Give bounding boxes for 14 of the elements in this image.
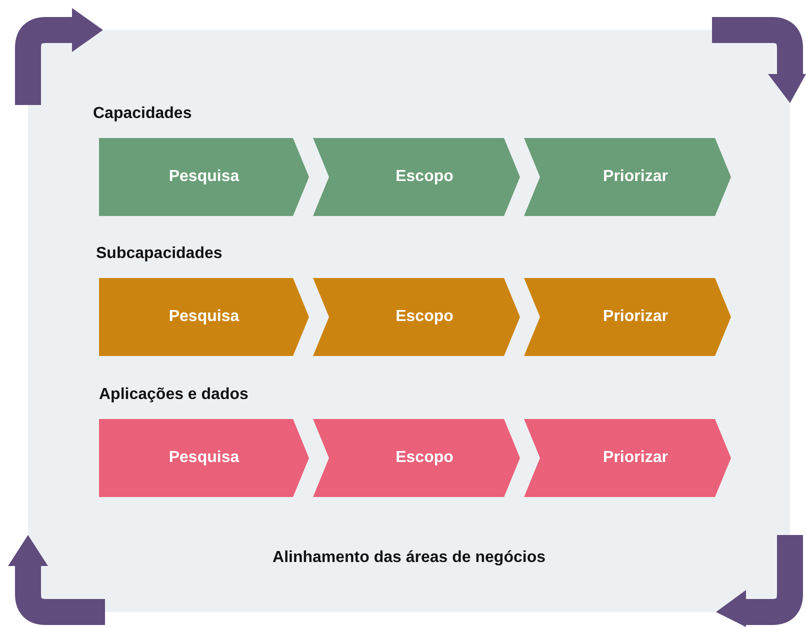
chevron-step: Priorizar: [524, 278, 731, 356]
chevron-step: Escopo: [313, 138, 520, 216]
row-heading: Subcapacidades: [96, 245, 222, 263]
row-heading: Capacidades: [93, 105, 192, 123]
chevron-step: Pesquisa: [99, 278, 309, 356]
chevron-step: Priorizar: [524, 138, 731, 216]
panel-label: Alinhamento das áreas de negócios: [272, 549, 546, 567]
chevron-step: Pesquisa: [99, 138, 309, 216]
row-heading: Aplicações e dados: [99, 386, 248, 404]
chevron-step: Pesquisa: [99, 419, 309, 497]
chevron-step: Priorizar: [524, 419, 731, 497]
panel: [28, 30, 790, 612]
chevron-step: Escopo: [313, 419, 520, 497]
chevron-step: Escopo: [313, 278, 520, 356]
